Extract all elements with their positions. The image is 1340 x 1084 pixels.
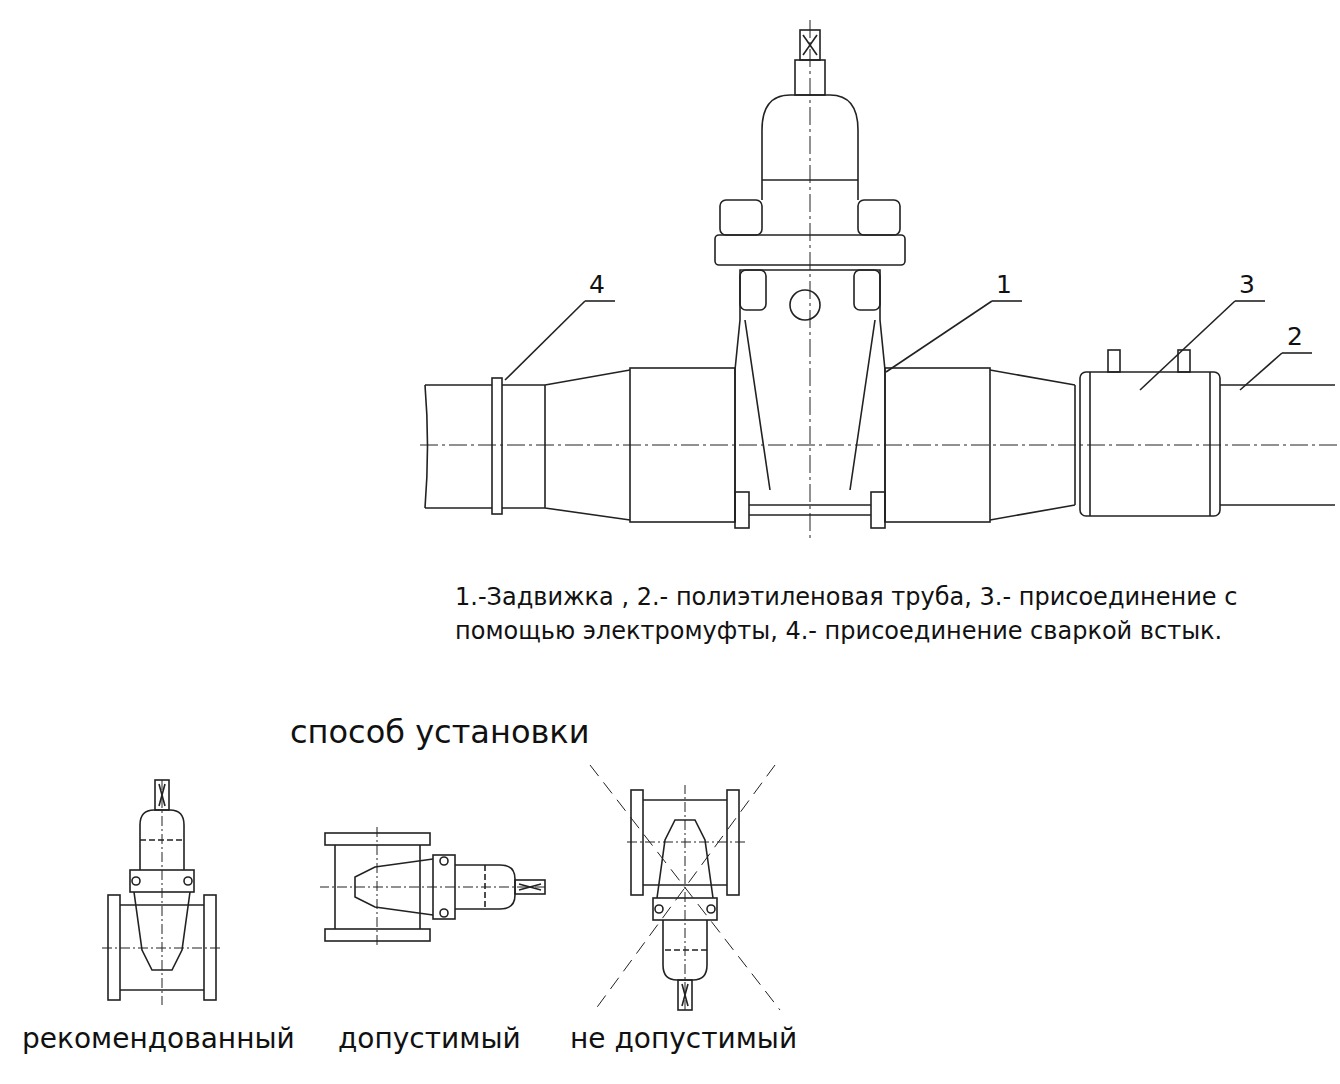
variant-label: не допустимый <box>570 1022 797 1056</box>
callout-number: 2 <box>1287 322 1303 352</box>
figure-caption: 1.-Задвижка , 2.- полиэтиленовая труба, … <box>455 580 1335 648</box>
callout-number: 1 <box>996 270 1012 300</box>
variant-label: рекомендованный <box>22 1022 295 1056</box>
callout-number: 4 <box>589 270 605 300</box>
variant-label: допустимый <box>338 1022 521 1056</box>
callout-number: 3 <box>1239 270 1255 300</box>
section-heading: способ установки <box>290 713 589 751</box>
